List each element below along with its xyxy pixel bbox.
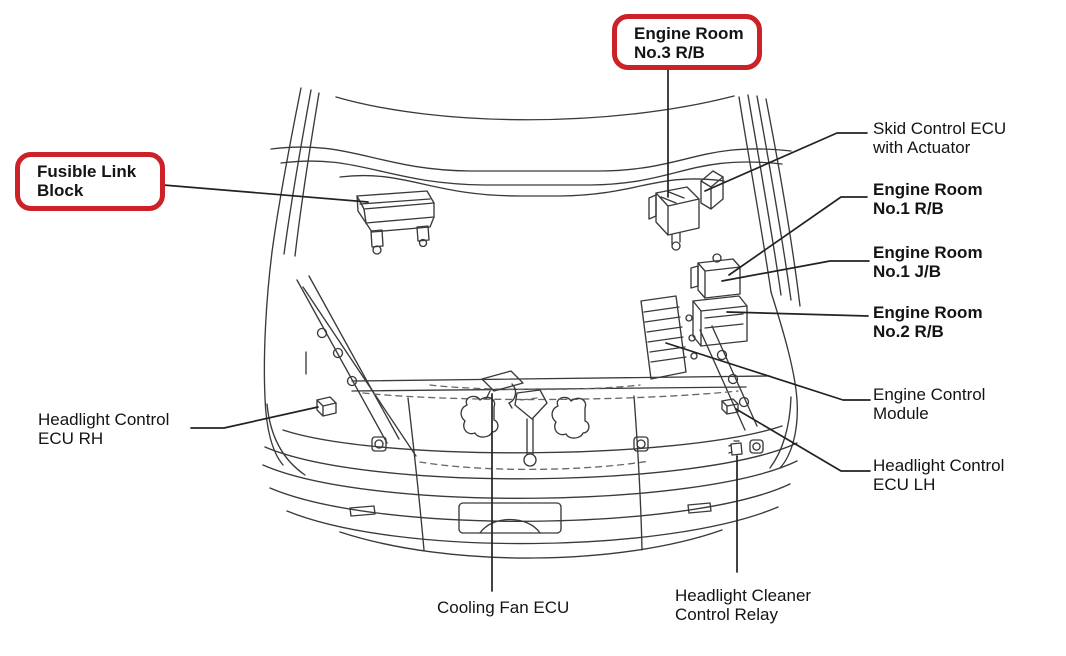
label-line: Engine Control <box>873 385 986 404</box>
component-headlight-cleaner-relay <box>729 441 742 455</box>
label-line: Engine Room <box>873 303 983 322</box>
label-line: Headlight Cleaner <box>675 586 812 605</box>
leader-skid-control-ecu <box>705 133 867 191</box>
leader-fusible-link-block <box>163 185 368 202</box>
label-line: Headlight Control <box>873 456 1005 475</box>
leader-headlight-ecu-lh <box>736 409 870 471</box>
label-line: No.3 R/B <box>634 43 705 62</box>
component-engine-room-no2-rb-jb-stack <box>693 296 747 346</box>
component-engine-room-no3-rb <box>649 187 699 250</box>
label-cooling-fan-ecu: Cooling Fan ECU <box>437 598 569 617</box>
label-line: No.1 R/B <box>873 199 944 218</box>
label-fusible-link-block: Fusible Link Block <box>15 152 165 211</box>
label-line: Engine Room <box>634 24 744 43</box>
component-engine-control-module <box>641 296 697 379</box>
label-headlight-control-ecu-rh: Headlight Control ECU RH <box>38 410 169 448</box>
component-skid-control-ecu <box>701 171 723 209</box>
leader-engine-room-no2-rb <box>727 312 868 316</box>
component-headlight-ecu-rh <box>317 397 336 416</box>
label-line: Headlight Control <box>38 410 170 429</box>
label-line: Skid Control ECU <box>873 119 1007 138</box>
label-line: Block <box>37 181 84 200</box>
label-engine-room-no3-rb: Engine Room No.3 R/B <box>612 14 762 70</box>
car-body-drawing <box>263 88 800 558</box>
component-engine-room-no1-rb <box>691 254 740 298</box>
component-fusible-link-block <box>357 191 434 254</box>
label-headlight-cleaner-control-relay: Headlight Cleaner Control Relay <box>675 586 811 624</box>
leader-engine-room-no1-rb <box>729 197 867 275</box>
label-line: Engine Room <box>873 180 983 199</box>
label-line: Cooling Fan ECU <box>437 598 570 617</box>
label-line: No.2 R/B <box>873 322 944 341</box>
label-line: Control Relay <box>675 605 778 624</box>
label-engine-room-no1-rb: Engine Room No.1 R/B <box>873 180 983 218</box>
label-skid-control-ecu: Skid Control ECU with Actuator <box>873 119 1006 157</box>
label-line: with Actuator <box>873 138 971 157</box>
label-engine-room-no2-rb: Engine Room No.2 R/B <box>873 303 983 341</box>
leader-headlight-ecu-rh <box>191 407 318 428</box>
component-headlight-ecu-lh <box>722 399 738 414</box>
label-line: ECU RH <box>38 429 104 448</box>
leader-engine-control-module <box>666 343 870 400</box>
leader-lines <box>163 70 870 591</box>
component-cooling-fan-ecu <box>482 371 523 408</box>
leader-engine-room-no1-jb <box>722 261 869 281</box>
label-headlight-control-ecu-lh: Headlight Control ECU LH <box>873 456 1004 494</box>
label-line: Fusible Link <box>37 162 137 181</box>
label-line: Module <box>873 404 929 423</box>
label-engine-room-no1-jb: Engine Room No.1 J/B <box>873 243 983 281</box>
label-engine-control-module: Engine Control Module <box>873 385 985 423</box>
label-line: ECU LH <box>873 475 936 494</box>
label-line: Engine Room <box>873 243 983 262</box>
label-line: No.1 J/B <box>873 262 942 281</box>
